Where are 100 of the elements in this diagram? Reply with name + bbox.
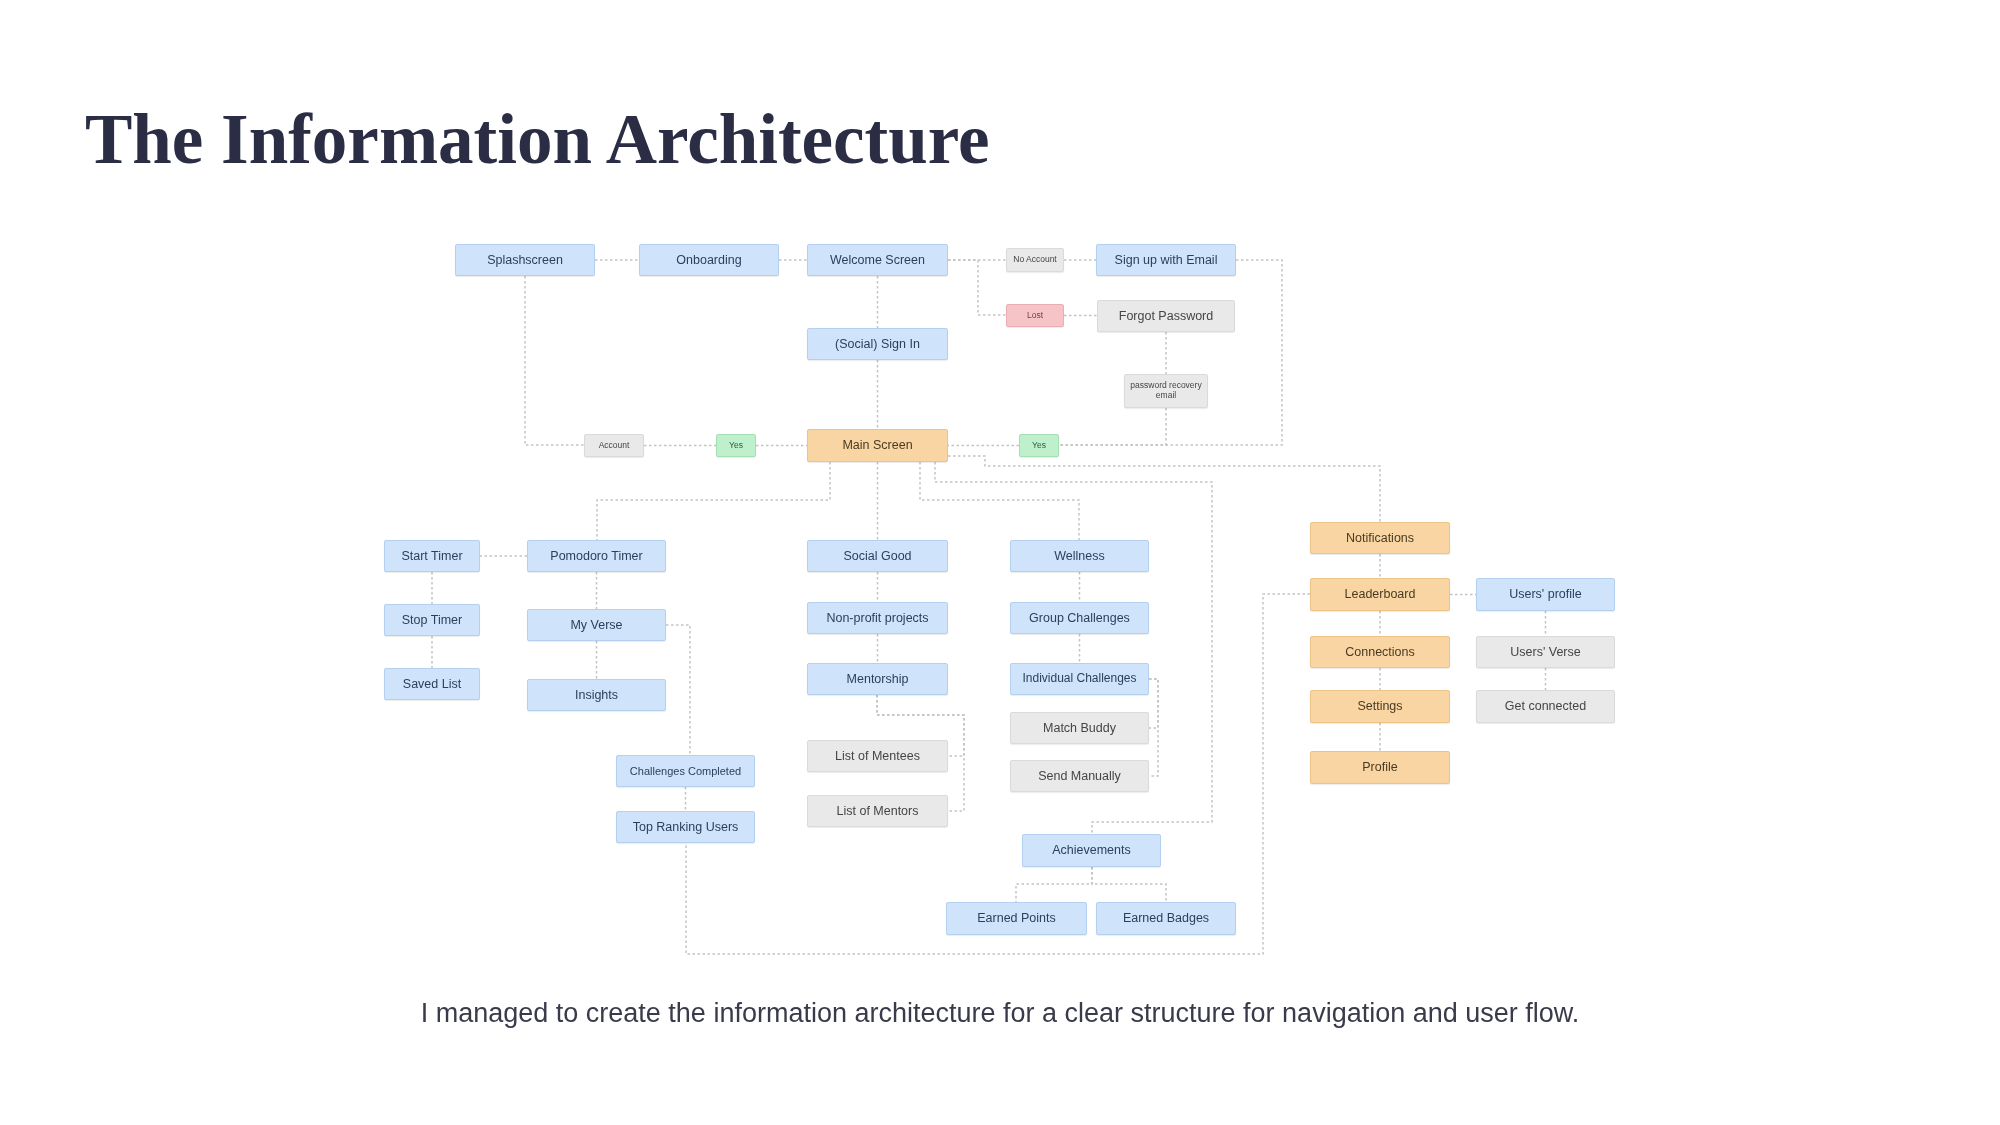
screen-box bbox=[1010, 663, 1149, 695]
node-label: Splashscreen bbox=[487, 252, 563, 268]
node-label: List of Mentees bbox=[835, 748, 920, 764]
connector-line bbox=[876, 461, 879, 541]
screen-box bbox=[946, 902, 1087, 935]
node-label: Challenges Completed bbox=[629, 764, 742, 778]
connector-line bbox=[919, 461, 1080, 541]
node-label: Users' Verse bbox=[1510, 644, 1581, 660]
connector-line bbox=[524, 275, 585, 446]
option-box bbox=[1476, 636, 1615, 668]
option-box bbox=[1097, 300, 1235, 332]
node-label: Forgot Password bbox=[1118, 308, 1214, 324]
connector-line bbox=[876, 359, 879, 430]
node-label: Connections bbox=[1345, 644, 1415, 660]
node-label: Earned Badges bbox=[1122, 911, 1210, 926]
connector-line bbox=[1148, 678, 1159, 777]
section-box bbox=[1310, 578, 1450, 611]
connector-line bbox=[1091, 866, 1167, 903]
node-label: Group Challenges bbox=[1029, 610, 1130, 626]
node-label: Profile bbox=[1362, 760, 1398, 775]
node-label: Leaderboard bbox=[1344, 587, 1416, 602]
connector-line bbox=[1165, 331, 1167, 375]
connector-line bbox=[1544, 610, 1547, 637]
screen-box bbox=[384, 604, 480, 636]
screen-box bbox=[527, 540, 666, 572]
node-label: Settings bbox=[1357, 699, 1403, 714]
screen-box bbox=[1096, 244, 1236, 276]
node-label: password recovery email bbox=[1129, 381, 1203, 401]
connector-line bbox=[665, 624, 691, 756]
node-label: Send Manually bbox=[1038, 768, 1121, 784]
screen-box bbox=[1096, 902, 1236, 935]
connector-line bbox=[1379, 667, 1381, 691]
connector-line bbox=[1544, 667, 1547, 691]
node-label: Users' profile bbox=[1509, 587, 1582, 602]
connector-line bbox=[1063, 259, 1097, 261]
node-label: Main Screen bbox=[842, 438, 913, 453]
screen-box bbox=[1476, 578, 1615, 611]
screen-box bbox=[527, 609, 666, 641]
connector-line bbox=[1379, 610, 1381, 637]
condition-tag bbox=[716, 434, 756, 457]
node-label: Sign up with Email bbox=[1114, 252, 1218, 268]
screen-box bbox=[807, 663, 948, 695]
node-label: Onboarding bbox=[676, 252, 742, 268]
screen-box bbox=[384, 668, 480, 700]
node-label: Get connected bbox=[1504, 699, 1587, 714]
node-label: Social Good bbox=[843, 548, 912, 564]
connector-line bbox=[594, 259, 640, 261]
screen-box bbox=[807, 602, 948, 634]
option-box bbox=[807, 740, 948, 772]
node-label: (Social) Sign In bbox=[835, 336, 920, 352]
connector-line bbox=[1063, 314, 1098, 317]
node-label: No Account bbox=[1013, 255, 1057, 265]
connector-line bbox=[947, 259, 1007, 316]
connector-line bbox=[685, 593, 1311, 955]
connector-line bbox=[876, 571, 879, 603]
connector-line bbox=[1078, 633, 1081, 664]
connector-line bbox=[876, 694, 965, 812]
connector-line bbox=[947, 455, 1381, 523]
node-label: My Verse bbox=[570, 617, 623, 633]
connector-line bbox=[934, 461, 1213, 835]
screen-box bbox=[384, 540, 480, 572]
node-label: Mentorship bbox=[846, 671, 909, 687]
connector-line bbox=[1078, 571, 1081, 603]
screen-box bbox=[807, 540, 948, 572]
connector-line bbox=[1058, 407, 1167, 446]
node-label: Welcome Screen bbox=[830, 252, 925, 268]
node-label: Wellness bbox=[1054, 548, 1105, 564]
screen-box bbox=[1022, 834, 1161, 867]
node-label: Insights bbox=[574, 687, 619, 703]
node-label: Start Timer bbox=[401, 548, 463, 564]
node-label: Pomodoro Timer bbox=[550, 548, 643, 564]
option-box bbox=[1006, 248, 1064, 272]
option-box bbox=[807, 795, 948, 827]
condition-tag bbox=[1006, 304, 1064, 327]
node-label: Yes bbox=[1032, 440, 1046, 451]
connector-line bbox=[595, 571, 598, 610]
screen-box bbox=[527, 679, 666, 711]
connector-line bbox=[595, 640, 598, 680]
screen-box bbox=[616, 755, 755, 787]
node-label: Top Ranking Users bbox=[632, 819, 739, 835]
option-box bbox=[1476, 690, 1615, 723]
screen-box bbox=[807, 244, 948, 276]
node-label: Individual Challenges bbox=[1022, 672, 1137, 686]
node-label: Match Buddy bbox=[1043, 720, 1116, 736]
node-label: Lost bbox=[1026, 310, 1044, 321]
node-label: List of Mentors bbox=[836, 803, 919, 819]
connector-line bbox=[479, 555, 528, 557]
screen-box bbox=[807, 328, 948, 360]
connector-line bbox=[431, 635, 433, 669]
screen-box bbox=[616, 811, 755, 843]
connector-line bbox=[876, 275, 879, 329]
screen-box bbox=[1010, 540, 1149, 572]
node-label: Yes bbox=[729, 440, 743, 451]
section-box bbox=[1310, 690, 1450, 723]
node-label: Earned Points bbox=[977, 911, 1056, 926]
node-label: Account bbox=[598, 440, 630, 451]
node-label: Achievements bbox=[1052, 843, 1131, 858]
screen-box bbox=[639, 244, 779, 276]
node-label: Non-profit projects bbox=[826, 610, 929, 626]
page-title: The Information Architecture bbox=[85, 100, 990, 179]
